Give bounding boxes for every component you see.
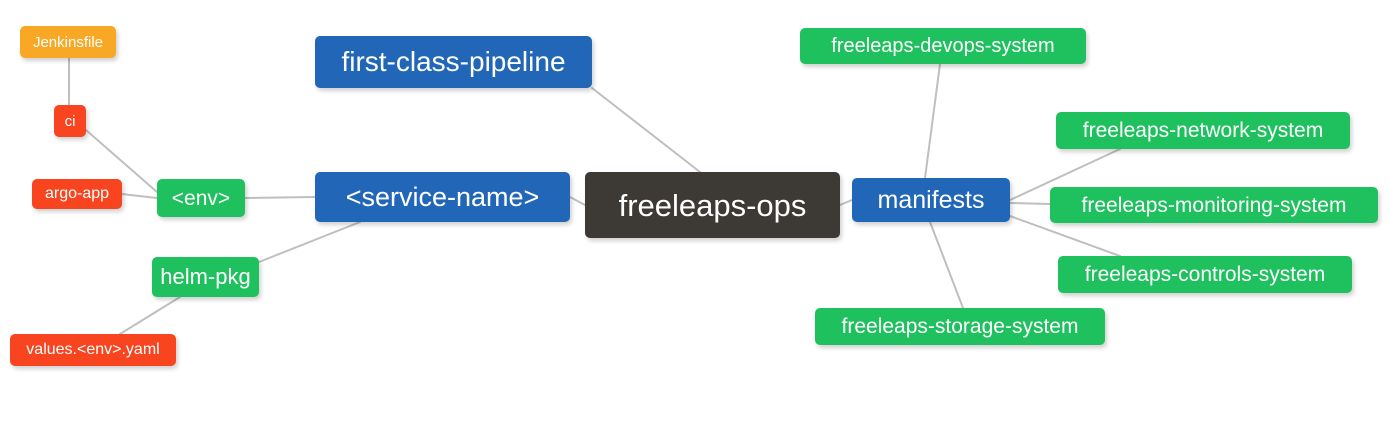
node-freeleaps-ops[interactable]: freeleaps-ops — [585, 172, 840, 238]
node-values-env-yaml[interactable]: values.<env>.yaml — [10, 334, 176, 366]
node-label-freeleaps-ops: freeleaps-ops — [618, 187, 807, 223]
node-freeleaps-network-system[interactable]: freeleaps-network-system — [1056, 112, 1350, 149]
node-freeleaps-devops-system[interactable]: freeleaps-devops-system — [800, 28, 1086, 64]
edge-helm-pkg-to-values-env-yaml — [119, 296, 181, 335]
node-first-class-pipeline[interactable]: first-class-pipeline — [315, 36, 592, 88]
node-ci[interactable]: ci — [54, 105, 86, 137]
node-argo-app[interactable]: argo-app — [32, 179, 122, 209]
edge-service-name-to-helm-pkg — [258, 221, 361, 263]
node-label-freeleaps-controls-system: freeleaps-controls-system — [1084, 263, 1326, 286]
edge-freeleaps-ops-to-first-class-pipeline — [591, 87, 701, 173]
node-label-manifests: manifests — [877, 185, 985, 214]
node-freeleaps-monitoring-system[interactable]: freeleaps-monitoring-system — [1050, 187, 1378, 223]
edge-service-name-to-env — [244, 196, 316, 199]
node-label-first-class-pipeline: first-class-pipeline — [341, 46, 566, 77]
node-freeleaps-storage-system[interactable]: freeleaps-storage-system — [815, 308, 1105, 345]
edge-manifests-to-freeleaps-storage-system — [929, 221, 964, 309]
edge-freeleaps-ops-to-manifests — [839, 199, 853, 206]
edge-env-to-argo-app — [121, 193, 158, 199]
node-label-freeleaps-monitoring-system: freeleaps-monitoring-system — [1081, 193, 1347, 217]
node-label-argo-app: argo-app — [44, 185, 110, 202]
node-manifests[interactable]: manifests — [852, 178, 1010, 222]
node-label-helm-pkg: helm-pkg — [160, 264, 251, 289]
node-label-ci: ci — [64, 112, 76, 130]
node-label-freeleaps-network-system: freeleaps-network-system — [1082, 119, 1324, 142]
node-env[interactable]: <env> — [157, 179, 245, 217]
node-label-freeleaps-storage-system: freeleaps-storage-system — [841, 315, 1079, 338]
node-jenkinsfile[interactable]: Jenkinsfile — [20, 26, 116, 58]
node-service-name[interactable]: <service-name> — [315, 172, 570, 222]
node-label-values-env-yaml: values.<env>.yaml — [26, 341, 160, 358]
node-label-env: <env> — [171, 186, 231, 210]
edge-manifests-to-freeleaps-devops-system — [924, 63, 941, 179]
edge-manifests-to-freeleaps-monitoring-system — [1009, 202, 1051, 205]
node-helm-pkg[interactable]: helm-pkg — [152, 257, 259, 297]
node-label-jenkinsfile: Jenkinsfile — [32, 33, 104, 51]
node-label-service-name: <service-name> — [345, 181, 540, 212]
node-freeleaps-controls-system[interactable]: freeleaps-controls-system — [1058, 256, 1352, 293]
node-label-freeleaps-devops-system: freeleaps-devops-system — [831, 35, 1055, 57]
edge-freeleaps-ops-to-service-name — [569, 196, 586, 206]
